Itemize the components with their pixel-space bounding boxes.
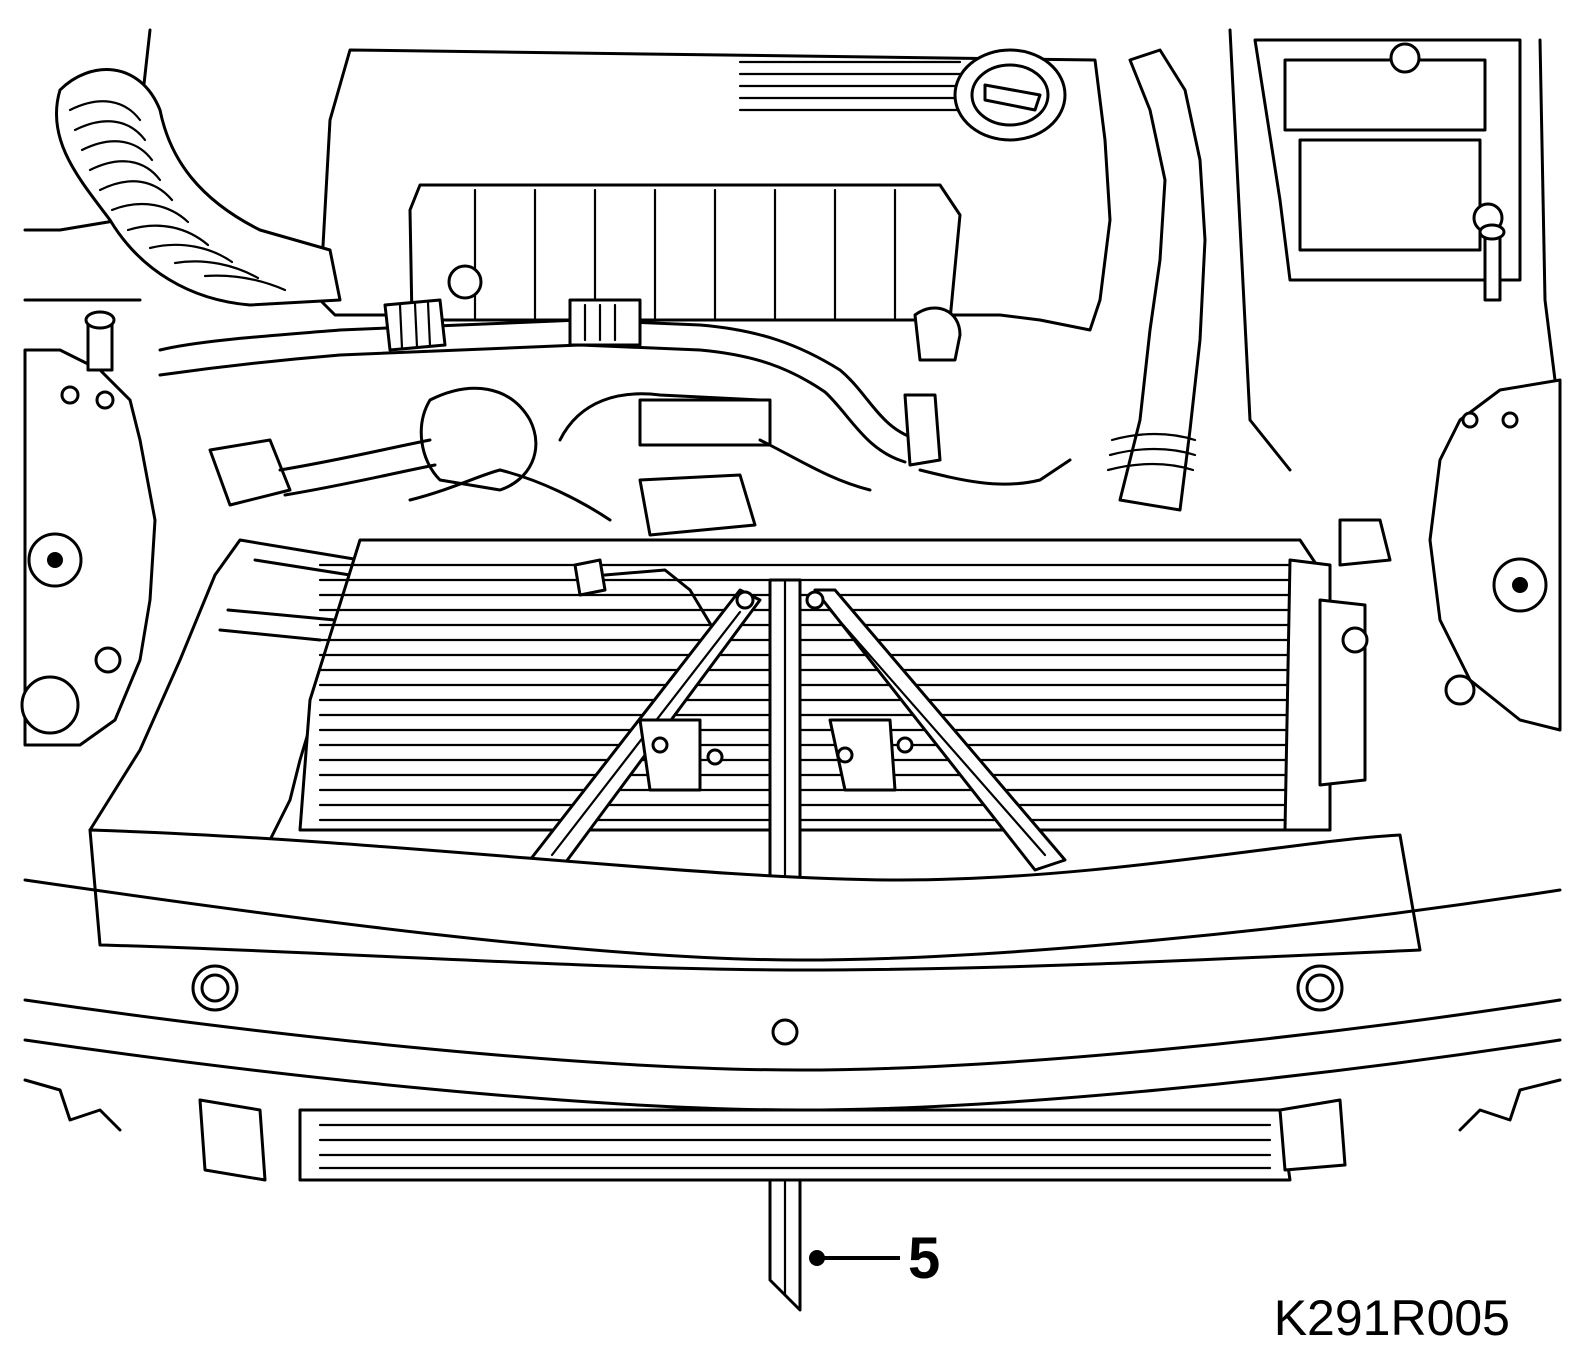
air-intake-hose xyxy=(54,68,342,307)
reference-code: K291R005 xyxy=(1274,1290,1510,1346)
support-tool xyxy=(528,578,1067,1312)
upper-coolant-hose xyxy=(1106,48,1207,512)
lower-condenser xyxy=(23,1078,1562,1182)
radiator-side-tank xyxy=(1283,518,1392,832)
front-cross-member xyxy=(23,828,1562,1112)
temperature-sensor xyxy=(573,558,722,642)
callout-number: 5 xyxy=(908,1226,940,1291)
callout-5: 5 xyxy=(809,1226,940,1291)
left-body-structure xyxy=(20,310,157,747)
battery xyxy=(1253,38,1522,282)
pipes-and-hoses xyxy=(158,264,1072,537)
intake-manifold xyxy=(408,183,962,322)
radiator-fins xyxy=(318,563,1292,822)
right-body-structure xyxy=(1428,223,1562,732)
oil-filler-cap xyxy=(953,48,1067,142)
